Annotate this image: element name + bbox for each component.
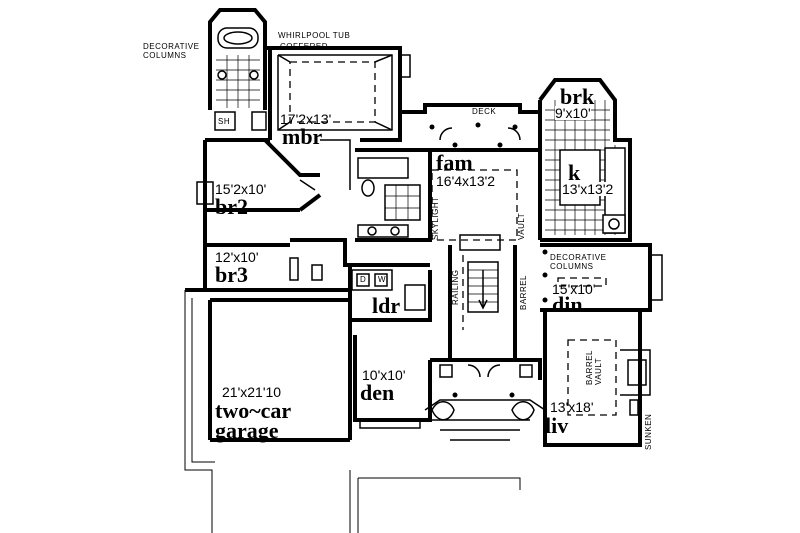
master-bath bbox=[208, 8, 267, 131]
center-bath bbox=[357, 157, 421, 238]
den-label: den bbox=[360, 380, 395, 405]
note-coffered: COFFERED bbox=[280, 42, 328, 51]
brk-label: brk bbox=[560, 84, 595, 109]
mbr-label: mbr bbox=[282, 124, 323, 149]
note-barrel-vault-liv: BARREL VAULT bbox=[585, 349, 604, 385]
kitchen bbox=[538, 78, 632, 242]
brk-dimensions: 9'x10' bbox=[555, 105, 591, 121]
fam-label: fam bbox=[436, 150, 473, 175]
note-dryer: D bbox=[360, 275, 367, 284]
hall-walls bbox=[196, 138, 351, 281]
liv-label: liv bbox=[545, 413, 569, 438]
k-dimensions: 13'x13'2 bbox=[562, 181, 614, 197]
mbr-dimensions: 17'2x13' bbox=[280, 111, 332, 127]
note-barrel: BARREL bbox=[519, 274, 528, 310]
note-sh: SH bbox=[218, 117, 231, 126]
den bbox=[353, 335, 432, 429]
note-railing: RAILING bbox=[451, 269, 460, 305]
dining-room bbox=[540, 243, 663, 312]
br3-label: br3 bbox=[215, 262, 248, 287]
garage-label-line2: garage bbox=[215, 418, 279, 443]
note-decorative-columns-top: DECORATIVE COLUMNS bbox=[143, 42, 200, 61]
note-skylight: SKYLIGHT bbox=[431, 196, 440, 240]
garage-label-line1: two~car bbox=[215, 398, 292, 423]
entry-foyer bbox=[424, 358, 546, 441]
din-label: din bbox=[552, 292, 583, 317]
note-washer: W bbox=[378, 275, 387, 284]
stairs bbox=[448, 234, 517, 360]
br2-dimensions: 15'2x10' bbox=[215, 181, 267, 197]
note-decorative-columns-din: DECORATIVE COLUMNS bbox=[550, 253, 607, 272]
note-deck: DECK bbox=[472, 107, 497, 116]
living-room bbox=[543, 310, 651, 447]
k-label: k bbox=[568, 160, 581, 185]
den-dimensions: 10'x10' bbox=[362, 367, 406, 383]
mbr-ceiling bbox=[265, 46, 411, 142]
garage-dimensions: 21'x21'10 bbox=[222, 384, 282, 400]
note-whirlpool: WHIRLPOOL TUB bbox=[278, 31, 351, 40]
fam-dimensions: 16'4x13'2 bbox=[436, 173, 496, 189]
ldr-label: ldr bbox=[372, 293, 401, 318]
laundry bbox=[351, 269, 426, 311]
din-dimensions: 15'x10' bbox=[552, 281, 596, 297]
note-sunken: SUNKEN bbox=[644, 413, 653, 450]
liv-dimensions: 13'x18' bbox=[550, 399, 594, 415]
br3-dimensions: 12'x10' bbox=[215, 249, 259, 265]
lot-outline bbox=[184, 290, 521, 533]
note-vault: VAULT bbox=[517, 212, 526, 240]
br2-label: br2 bbox=[215, 194, 248, 219]
family-room bbox=[429, 122, 521, 241]
